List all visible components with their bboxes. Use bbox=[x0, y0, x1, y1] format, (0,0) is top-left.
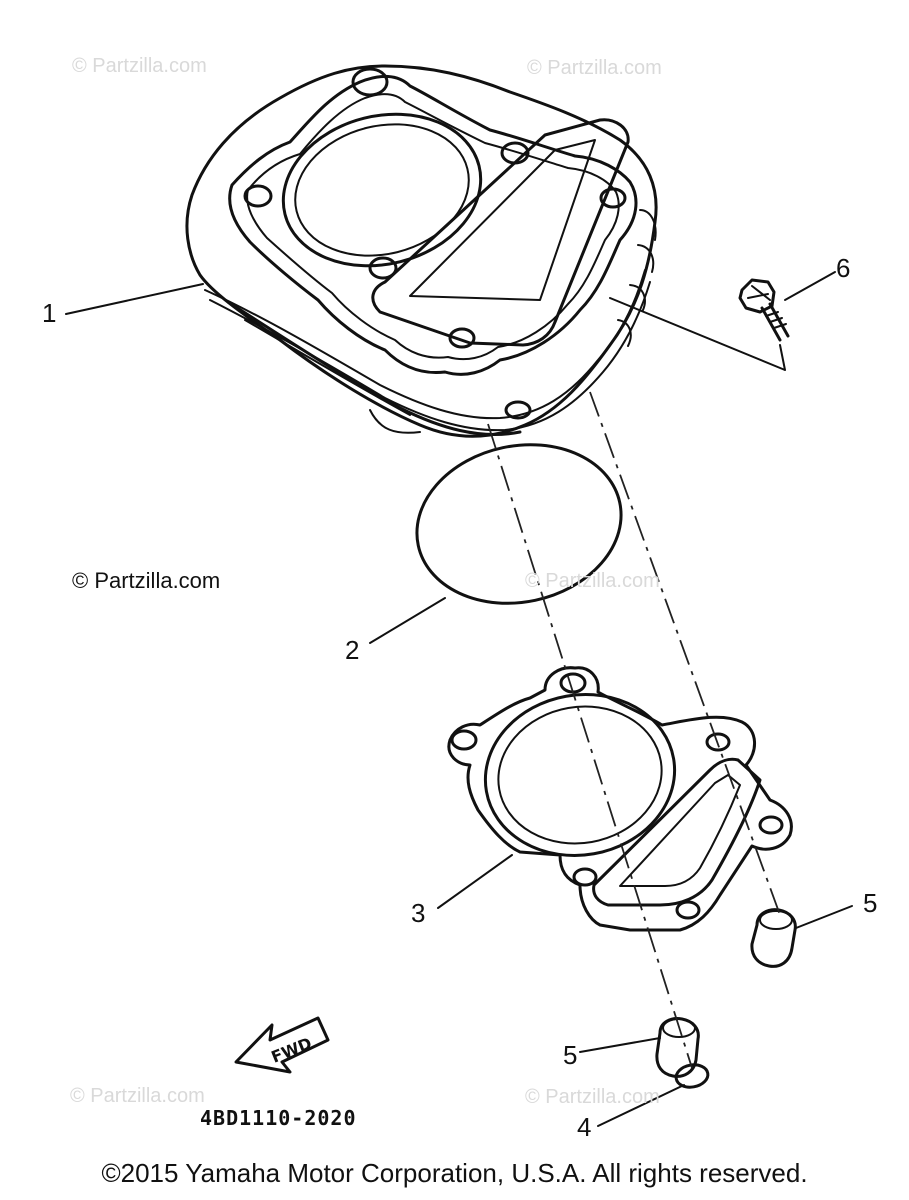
dowel-pin-part-5-lower[interactable] bbox=[655, 1017, 700, 1078]
bolt-part-6[interactable] bbox=[738, 278, 790, 342]
callout-4[interactable]: 4 bbox=[577, 1112, 592, 1142]
alignment-lines bbox=[487, 297, 786, 1069]
callout-5-lower[interactable]: 5 bbox=[563, 1040, 578, 1070]
callout-6[interactable]: 6 bbox=[836, 253, 851, 283]
watermark-bottom-right: © Partzilla.com bbox=[525, 1086, 660, 1108]
diagram-code: 4BD1110-2020 bbox=[200, 1106, 357, 1130]
watermark-middle-right: © Partzilla.com bbox=[525, 570, 660, 592]
callout-2[interactable]: 2 bbox=[345, 635, 360, 665]
gasket-part-3[interactable] bbox=[447, 666, 793, 932]
watermark-top-right: © Partzilla.com bbox=[527, 57, 662, 79]
copyright-notice: ©2015 Yamaha Motor Corporation, U.S.A. A… bbox=[101, 1158, 808, 1188]
plug-part-4[interactable] bbox=[674, 1062, 710, 1089]
callout-1[interactable]: 1 bbox=[42, 298, 57, 328]
leader-lines bbox=[65, 271, 853, 1127]
callout-3[interactable]: 3 bbox=[411, 898, 426, 928]
cylinder-part-1[interactable] bbox=[185, 64, 658, 438]
dowel-pin-part-5-upper[interactable] bbox=[750, 908, 797, 968]
fwd-arrow-icon: FWD bbox=[234, 1016, 330, 1074]
o-ring-part-2[interactable] bbox=[402, 426, 636, 621]
callout-5-upper[interactable]: 5 bbox=[863, 888, 878, 918]
watermark-top-left: © Partzilla.com bbox=[72, 55, 207, 77]
watermark-main: © Partzilla.com bbox=[72, 568, 221, 593]
watermark-bottom-left: © Partzilla.com bbox=[70, 1085, 205, 1107]
